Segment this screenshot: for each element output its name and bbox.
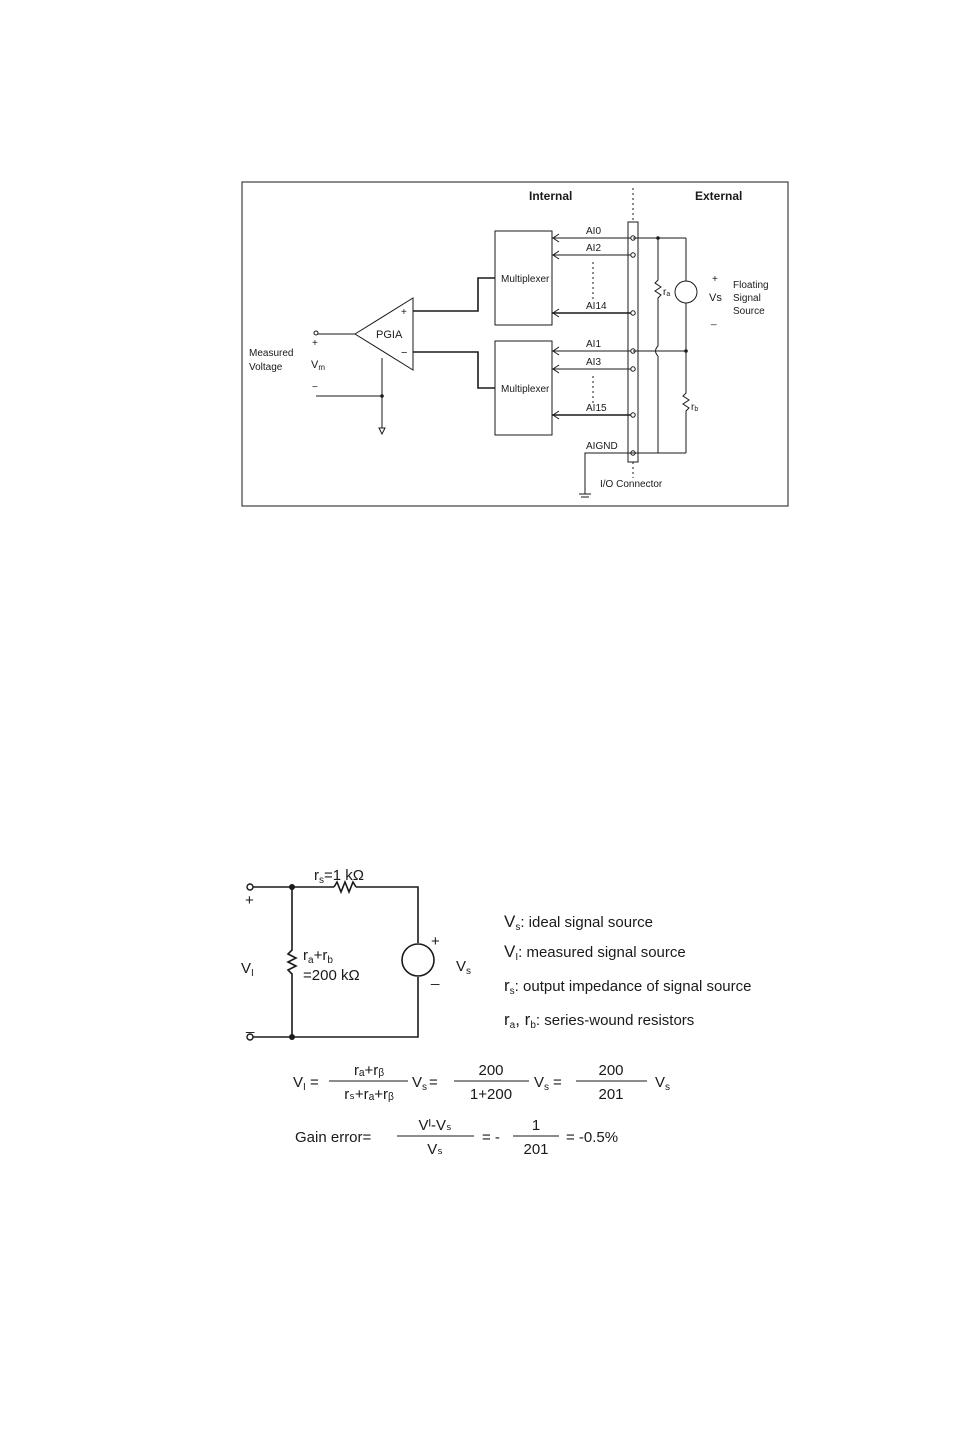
eq2-result: = -0.5%	[566, 1129, 618, 1146]
channel-lines	[552, 233, 633, 420]
eq1-frac1-den: rₛ+rₐ+rᵦ	[344, 1086, 394, 1103]
pgia-amplifier	[354, 297, 414, 371]
aignd-wire	[584, 452, 633, 494]
measured-voltage-line1: Measured	[249, 348, 293, 359]
rs-label: rs=1 kΩ	[314, 867, 364, 886]
rb-label: rb	[691, 402, 698, 413]
top-wire-right	[356, 886, 419, 943]
external-label: External	[695, 189, 742, 203]
connection-diagram: Internal External Multiplexer Multiplexe…	[241, 181, 789, 507]
channel-aignd: AIGND	[586, 441, 618, 452]
internal-label: Internal	[529, 189, 572, 203]
left-terminal-bottom	[246, 1033, 254, 1041]
eq2-neg: = -	[482, 1129, 500, 1146]
ground-node	[380, 394, 384, 398]
ra-resistor	[654, 238, 662, 346]
io-connector-strip	[627, 221, 639, 463]
diagram-frame	[241, 181, 789, 507]
left-plus: +	[245, 892, 254, 909]
rarb-resistor	[286, 887, 298, 1037]
eq1-vs1: Vs=	[412, 1074, 438, 1093]
legend: Vs: ideal signal source VI: measured sig…	[504, 912, 752, 1031]
equation-vi: VI = rₐ+rᵦ rₛ+rₐ+rᵦ Vs= 200 1+200 Vs= 20…	[293, 1062, 670, 1103]
eq2-frac-den: Vₛ	[427, 1141, 443, 1158]
eq1-vs2: Vs=	[534, 1074, 562, 1093]
floating-line2: Signal	[733, 293, 761, 304]
eq1-vs3: Vs	[655, 1074, 670, 1093]
eq1-frac1-num: rₐ+rᵦ	[354, 1062, 384, 1079]
vs-minus-d1: _	[710, 315, 717, 326]
vi-label: VI	[241, 960, 254, 979]
rarb-label: ra+rb	[303, 947, 333, 966]
legend-ra-rb: ra, rb: series-wound resistors	[504, 1010, 694, 1031]
vs-plus-d1: +	[712, 274, 718, 285]
source-minus: _	[430, 969, 440, 986]
eq1-lhs: VI =	[293, 1074, 319, 1093]
channel-ai2: AI2	[586, 243, 601, 254]
connector-pins	[630, 235, 636, 456]
floating-line1: Floating	[733, 280, 769, 291]
source-plus: +	[431, 933, 440, 950]
pgia-plus-wire	[413, 277, 495, 312]
vs-label-d1: Vs	[709, 292, 722, 304]
eq2-frac2-num: 1	[532, 1117, 540, 1134]
vm-minus: −	[312, 382, 318, 393]
eq1-frac2-den: 1+200	[470, 1086, 512, 1103]
eq1-frac2-num: 200	[478, 1062, 503, 1079]
multiplexer-top-label: Multiplexer	[501, 274, 550, 285]
bottom-wire	[253, 977, 419, 1038]
floating-source-circle	[674, 280, 698, 304]
channel-ai0: AI0	[586, 226, 601, 237]
ground-symbol-left	[378, 427, 386, 436]
eq1-frac3-num: 200	[598, 1062, 623, 1079]
channel-ai15: AI15	[586, 403, 607, 414]
floating-line3: Source	[733, 306, 765, 317]
vm-plus-terminal	[313, 330, 319, 336]
rb-resistor	[682, 351, 690, 453]
left-terminal-top	[246, 883, 254, 891]
eq2-label: Gain error=	[295, 1129, 372, 1146]
eq2-frac2-den: 201	[523, 1141, 548, 1158]
eq2-frac-num: Vᴵ-Vₛ	[418, 1117, 451, 1134]
multiplexer-bottom-label: Multiplexer	[501, 384, 550, 395]
equivalent-circuit: rs=1 kΩ + _ VI ra+rb =200 kΩ + _ Vs Vs: …	[241, 867, 752, 1041]
channel-ai3: AI3	[586, 357, 601, 368]
pgia-minus-wire	[413, 351, 495, 389]
rarb-value: =200 kΩ	[303, 967, 360, 984]
eq1-frac3-den: 201	[598, 1086, 623, 1103]
legend-vs: Vs: ideal signal source	[504, 912, 653, 933]
vm-label: Vm	[311, 359, 325, 372]
ra-label: ra	[663, 287, 670, 298]
measured-voltage-line2: Voltage	[249, 362, 283, 373]
rs-resistor	[333, 879, 357, 895]
pgia-label: PGIA	[376, 329, 403, 341]
channel-ai1: AI1	[586, 339, 601, 350]
channel-ai14: AI14	[586, 301, 607, 312]
legend-vi: VI: measured signal source	[504, 942, 686, 963]
pgia-minus: −	[401, 347, 407, 359]
ra-crossover	[655, 345, 659, 357]
legend-rs: rs: output impedance of signal source	[504, 976, 752, 997]
io-connector-label: I/O Connector	[600, 479, 663, 490]
left-minus: _	[245, 1017, 255, 1034]
ideal-source-circle	[401, 943, 435, 977]
vs-label-d2: Vs	[456, 958, 471, 977]
equation-gain-error: Gain error= Vᴵ-Vₛ Vₛ = - 1 201 = -0.5%	[295, 1117, 618, 1158]
vm-plus: +	[312, 338, 318, 349]
pgia-plus: +	[401, 307, 407, 318]
